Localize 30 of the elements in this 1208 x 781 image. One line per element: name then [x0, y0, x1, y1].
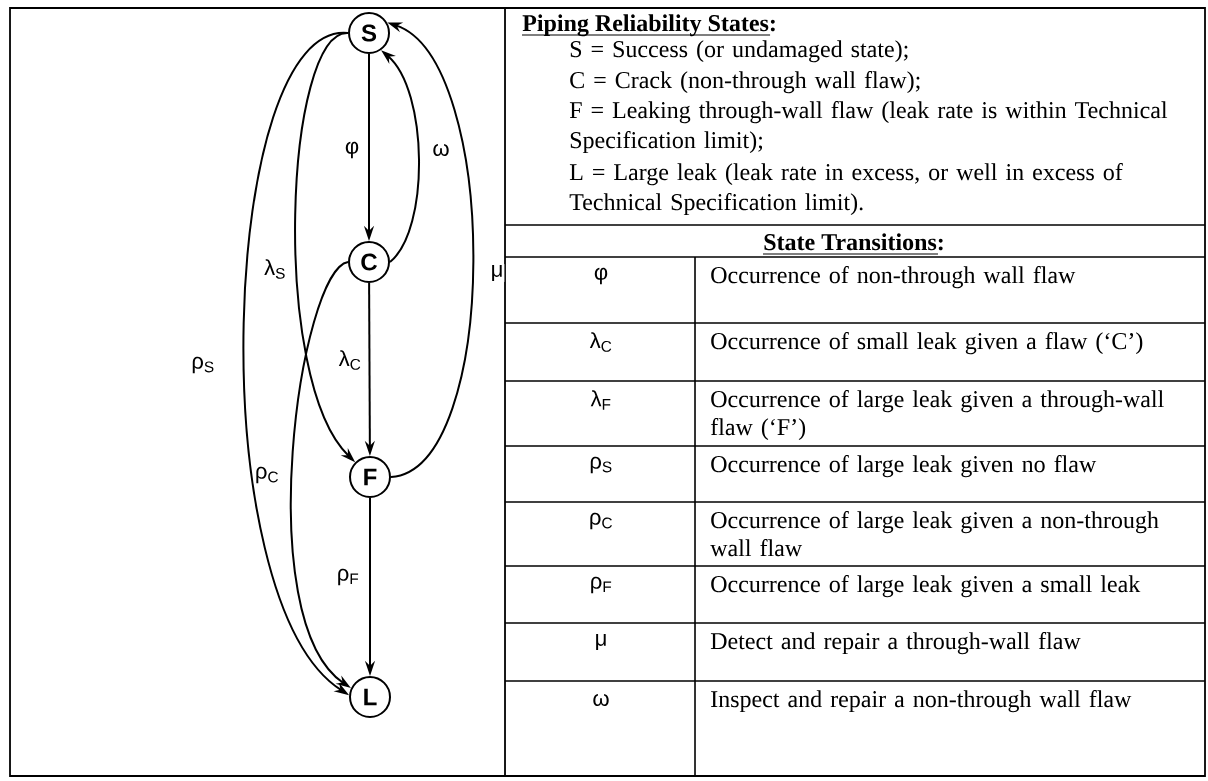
description-cell: Detect and repair a through-wall flaw: [710, 632, 1081, 655]
description-cell: Occurrence of small leak given a flaw (‘C’): [711, 332, 1143, 355]
state-definition: L = Large leak (leak rate in excess, or well in excess of Technical Specification limit).: [569, 163, 1123, 216]
edge-label: ρ$_{C}$: [253, 465, 281, 485]
state-definition: F = Leaking through-wall flaw (leak rate is within Technical Specification limit);: [569, 101, 1168, 154]
edge-label: λ$_{C}$: [337, 349, 363, 371]
symbol-cell: λ$_{C}$: [589, 332, 612, 352]
symbol-cell: λ$_{F}$: [590, 390, 611, 410]
edge-label: ω: [431, 142, 451, 158]
description-cell: Occurrence of large leak given a small leak: [711, 575, 1141, 598]
edge-label: ρ$_{S}$: [190, 355, 216, 375]
symbol-cell: φ: [594, 267, 608, 285]
heading: Piping Reliability States:: [521, 14, 775, 37]
symbol-cell: ρ$_{S}$: [590, 456, 612, 474]
description-cell: Occurrence of large leak given a non-through wall flaw: [710, 511, 1159, 557]
symbol-cell: ω: [593, 693, 609, 707]
description-cell: Occurrence of non-through wall flaw: [711, 266, 1076, 289]
edge-label: φ: [343, 140, 361, 160]
edge-label: ρ$_{F}$: [335, 567, 361, 587]
description-cell: Occurrence of large leak given no flaw: [711, 455, 1097, 478]
symbol-cell: ρ$_{F}$: [591, 576, 612, 594]
symbol-cell: μ: [596, 634, 606, 650]
edge-label: λ$_{S}$: [263, 258, 287, 280]
state-definition: S = Success (or undamaged state);: [570, 40, 908, 63]
description-cell: Occurrence of large leak given a through-wall flaw (‘F’): [710, 390, 1164, 441]
description-cell: Inspect and repair a non-through wall flaw: [711, 690, 1132, 713]
state-definition: C = Crack (non-through wall flaw);: [570, 71, 920, 94]
symbol-cell: ρ$_{C}$: [590, 512, 612, 530]
edge-label: μ: [489, 264, 505, 282]
heading: State Transitions:: [762, 233, 943, 255]
